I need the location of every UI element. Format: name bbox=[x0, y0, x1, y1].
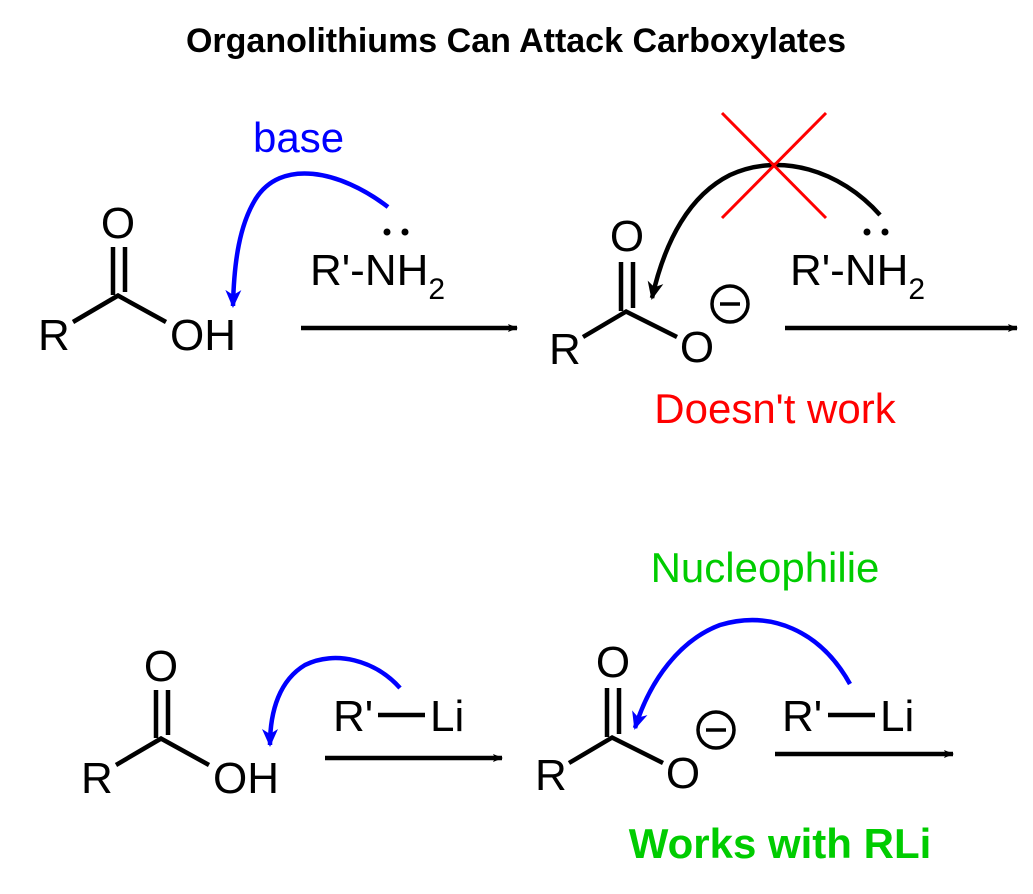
organolithium-reagent-2: R' Li bbox=[782, 692, 914, 741]
negative-charge-icon bbox=[696, 710, 736, 750]
curved-arrow-base bbox=[225, 171, 390, 308]
organolithium-reagent-1: R' Li bbox=[333, 692, 464, 741]
carbonyl-oxygen-label: O bbox=[101, 199, 135, 248]
carboxylic-acid-bottom: R O OH bbox=[81, 642, 279, 803]
c-o-bond bbox=[609, 734, 665, 766]
hydroxyl-label: OH bbox=[170, 311, 236, 360]
curved-arrow-failed-attack bbox=[647, 162, 882, 300]
doesnt-work-label: Doesn't work bbox=[654, 385, 896, 432]
r-prime-label: R' bbox=[333, 692, 373, 741]
r-group-label: R bbox=[549, 325, 581, 374]
r-group-label: R bbox=[38, 311, 70, 360]
r-c-bond bbox=[71, 293, 121, 324]
r-c-bond bbox=[114, 736, 164, 767]
r-prime-label: R' bbox=[782, 692, 822, 741]
carboxylic-acid-top: R O OH bbox=[38, 199, 236, 360]
carboxylate-bottom: R O O bbox=[535, 638, 736, 800]
amine-main: R'-NH bbox=[310, 246, 428, 295]
c-oh-bond bbox=[158, 736, 211, 767]
amine-main: R'-NH bbox=[790, 246, 908, 295]
r-group-label: R bbox=[535, 751, 567, 800]
amine-subscript: 2 bbox=[428, 273, 445, 306]
lone-pair-dot bbox=[383, 228, 391, 236]
hydroxyl-label: OH bbox=[213, 754, 279, 803]
carboxylate-top: R O O bbox=[549, 212, 750, 374]
c-o-bond bbox=[623, 308, 679, 340]
carbonyl-oxygen-label: O bbox=[596, 638, 630, 687]
negative-charge-icon bbox=[710, 284, 750, 324]
base-label: base bbox=[253, 114, 344, 161]
lone-pair-dot bbox=[863, 228, 871, 236]
amine-formula: R'-NH2 bbox=[790, 246, 925, 306]
r-group-label: R bbox=[81, 754, 113, 803]
lone-pair-dot bbox=[401, 228, 409, 236]
amine-formula: R'-NH2 bbox=[310, 246, 445, 306]
r-c-bond bbox=[567, 735, 615, 765]
lone-pair-dot bbox=[881, 228, 889, 236]
carbonyl-oxygen-label: O bbox=[610, 212, 644, 261]
oxide-label: O bbox=[666, 749, 700, 798]
lithium-label: Li bbox=[430, 692, 464, 741]
lithium-label: Li bbox=[880, 692, 914, 741]
amine-reagent-2: R'-NH2 bbox=[790, 228, 925, 306]
curved-arrow-deprotonation bbox=[262, 655, 402, 747]
carbonyl-oxygen-label: O bbox=[144, 642, 178, 691]
r-c-bond bbox=[581, 309, 629, 339]
nucleophile-label: Nucleophilie bbox=[651, 544, 880, 591]
curved-arrow-nucleophilic-attack bbox=[632, 617, 852, 730]
page-title: Organolithiums Can Attack Carboxylates bbox=[186, 22, 846, 60]
amine-reagent-1: R'-NH2 bbox=[310, 228, 445, 306]
c-oh-bond bbox=[115, 293, 168, 324]
works-with-rli-label: Works with RLi bbox=[629, 820, 932, 867]
oxide-label: O bbox=[680, 323, 714, 372]
red-x-icon bbox=[720, 111, 828, 220]
amine-subscript: 2 bbox=[908, 273, 925, 306]
